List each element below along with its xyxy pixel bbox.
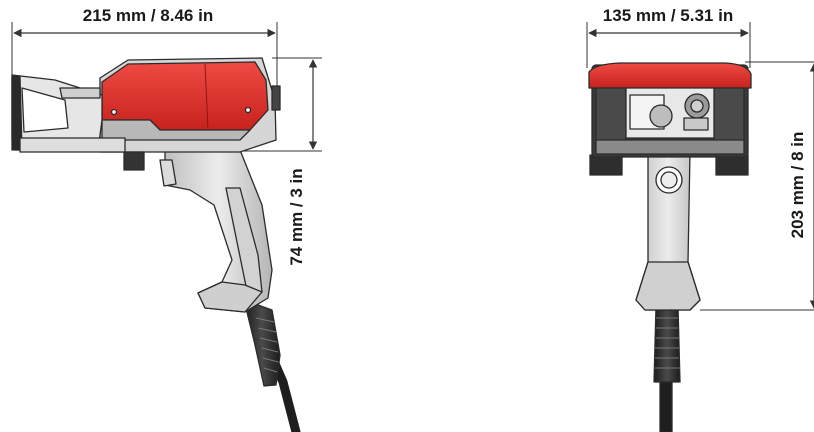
front-height-label: 203 mm / 8 in — [788, 132, 807, 239]
front-view: 135 mm / 5.31 in 203 mm / 8 in — [586, 6, 814, 432]
side-view: 215 mm / 8.46 in 74 mm / 3 in — [11, 6, 322, 432]
side-height-label: 74 mm / 3 in — [287, 168, 306, 265]
front-width-dimension: 135 mm / 5.31 in — [586, 6, 751, 68]
side-view-tool-illustration-icon — [11, 57, 301, 432]
front-height-dimension: 203 mm / 8 in — [700, 61, 814, 311]
front-view-tool-illustration-icon — [588, 62, 752, 432]
front-width-label: 135 mm / 5.31 in — [603, 6, 733, 25]
side-width-label: 215 mm / 8.46 in — [83, 6, 213, 25]
side-height-dimension: 74 mm / 3 in — [240, 57, 322, 266]
